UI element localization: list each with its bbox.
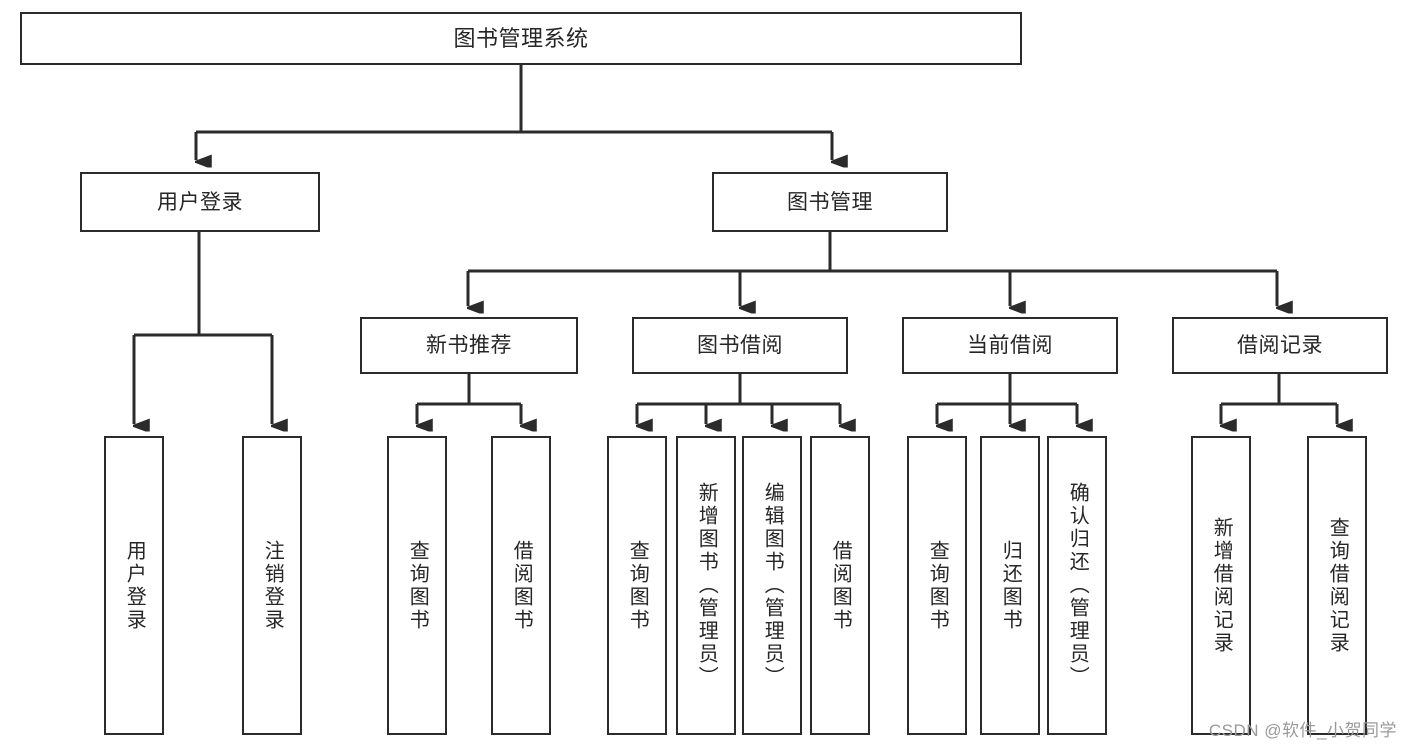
node-leaf-query-record[interactable]: 查询借阅记录 <box>1307 436 1367 735</box>
node-leaf-logout-login[interactable]: 注销登录 <box>242 436 302 735</box>
node-new-book-rec-label: 新书推荐 <box>426 334 512 357</box>
node-borrow-record[interactable]: 借阅记录 <box>1172 317 1388 374</box>
node-new-book-rec[interactable]: 新书推荐 <box>360 317 578 374</box>
node-leaf-confirm-return-label: 确认归还（管理员） <box>1066 482 1089 689</box>
node-leaf-confirm-return[interactable]: 确认归还（管理员） <box>1047 436 1107 735</box>
node-leaf-add-record[interactable]: 新增借阅记录 <box>1191 436 1251 735</box>
node-leaf-user-login[interactable]: 用户登录 <box>104 436 164 735</box>
node-leaf-borrow-book-1[interactable]: 借阅图书 <box>491 436 551 735</box>
node-leaf-query-book-2[interactable]: 查询图书 <box>607 436 667 735</box>
node-leaf-borrow-book-2-label: 借阅图书 <box>829 539 852 632</box>
node-leaf-edit-book-label: 编辑图书（管理员） <box>761 482 784 689</box>
node-leaf-query-book-2-label: 查询图书 <box>626 539 649 632</box>
node-leaf-user-login-label: 用户登录 <box>123 539 146 632</box>
node-leaf-add-record-label: 新增借阅记录 <box>1210 516 1233 655</box>
node-user-login-label: 用户登录 <box>157 190 243 214</box>
node-current-borrow-label: 当前借阅 <box>967 334 1053 357</box>
node-leaf-borrow-book-1-label: 借阅图书 <box>510 539 533 632</box>
node-leaf-query-record-label: 查询借阅记录 <box>1326 516 1349 655</box>
node-user-login[interactable]: 用户登录 <box>80 172 320 232</box>
node-root[interactable]: 图书管理系统 <box>20 12 1022 65</box>
node-leaf-query-book-3[interactable]: 查询图书 <box>907 436 967 735</box>
node-leaf-edit-book[interactable]: 编辑图书（管理员） <box>742 436 802 735</box>
node-leaf-query-book-1-label: 查询图书 <box>406 539 429 632</box>
node-leaf-add-book[interactable]: 新增图书（管理员） <box>676 436 736 735</box>
node-leaf-borrow-book-2[interactable]: 借阅图书 <box>810 436 870 735</box>
node-current-borrow[interactable]: 当前借阅 <box>902 317 1118 374</box>
node-borrow-record-label: 借阅记录 <box>1237 334 1323 357</box>
node-leaf-query-book-3-label: 查询图书 <box>926 539 949 632</box>
node-leaf-logout-login-label: 注销登录 <box>261 539 284 632</box>
node-book-manage[interactable]: 图书管理 <box>712 172 948 232</box>
node-leaf-query-book-1[interactable]: 查询图书 <box>387 436 447 735</box>
node-book-borrow-label: 图书借阅 <box>697 334 783 357</box>
node-book-manage-label: 图书管理 <box>787 190 873 214</box>
node-book-borrow[interactable]: 图书借阅 <box>632 317 848 374</box>
node-root-label: 图书管理系统 <box>453 25 589 51</box>
node-leaf-add-book-label: 新增图书（管理员） <box>695 482 718 689</box>
node-leaf-return-book[interactable]: 归还图书 <box>980 436 1040 735</box>
node-leaf-return-book-label: 归还图书 <box>999 539 1022 632</box>
